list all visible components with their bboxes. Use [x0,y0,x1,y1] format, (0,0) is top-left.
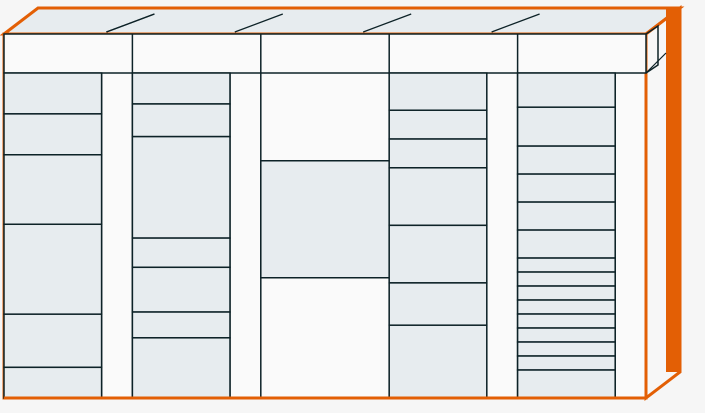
col-1-cell [3,154,103,226]
top-divider [491,13,540,33]
col-2-cell [131,337,231,399]
col-1-cell [3,113,103,156]
col-1-cell [3,366,103,399]
col-4-cell [388,109,488,140]
col-4-cell [388,167,488,227]
middle-cell-block [260,160,390,279]
col-5-cell [516,341,616,357]
col-5-cell [516,72,616,108]
col-4-cell [388,138,488,169]
col-5-cell [516,201,616,231]
col-5-cell [516,285,616,301]
col-4-cell [388,72,488,111]
col-2-cell [131,237,231,269]
top-divider [362,13,412,33]
col-1-cell [3,72,103,115]
header-flap [645,24,659,74]
col-2-cell [131,311,231,339]
col-5-cell [516,369,616,399]
side-header-line [645,52,667,74]
col-5-cell [516,327,616,343]
top-face [0,6,685,36]
col-5-cell [516,355,616,371]
col-5-cell [516,173,616,203]
col-5-cell [516,229,616,259]
col-2-cell [131,103,231,138]
top-divider [234,13,284,33]
col-5-cell [516,271,616,287]
col-4-cell [388,224,488,284]
col-4-cell [388,282,488,326]
col-2-cell [131,266,231,313]
col-1-cell [3,223,103,315]
col-5-cell [516,145,616,175]
col-2-cell [131,72,231,105]
col-5-cell [516,313,616,329]
col-5-cell [516,106,616,147]
col-5-cell [516,299,616,315]
col-4-cell [388,324,488,399]
top-divider [106,13,155,33]
col-2-cell [131,135,231,239]
col-5-cell [516,257,616,273]
col-1-cell [3,313,103,369]
header-strip [3,33,647,74]
side-accent-strip [666,8,680,372]
